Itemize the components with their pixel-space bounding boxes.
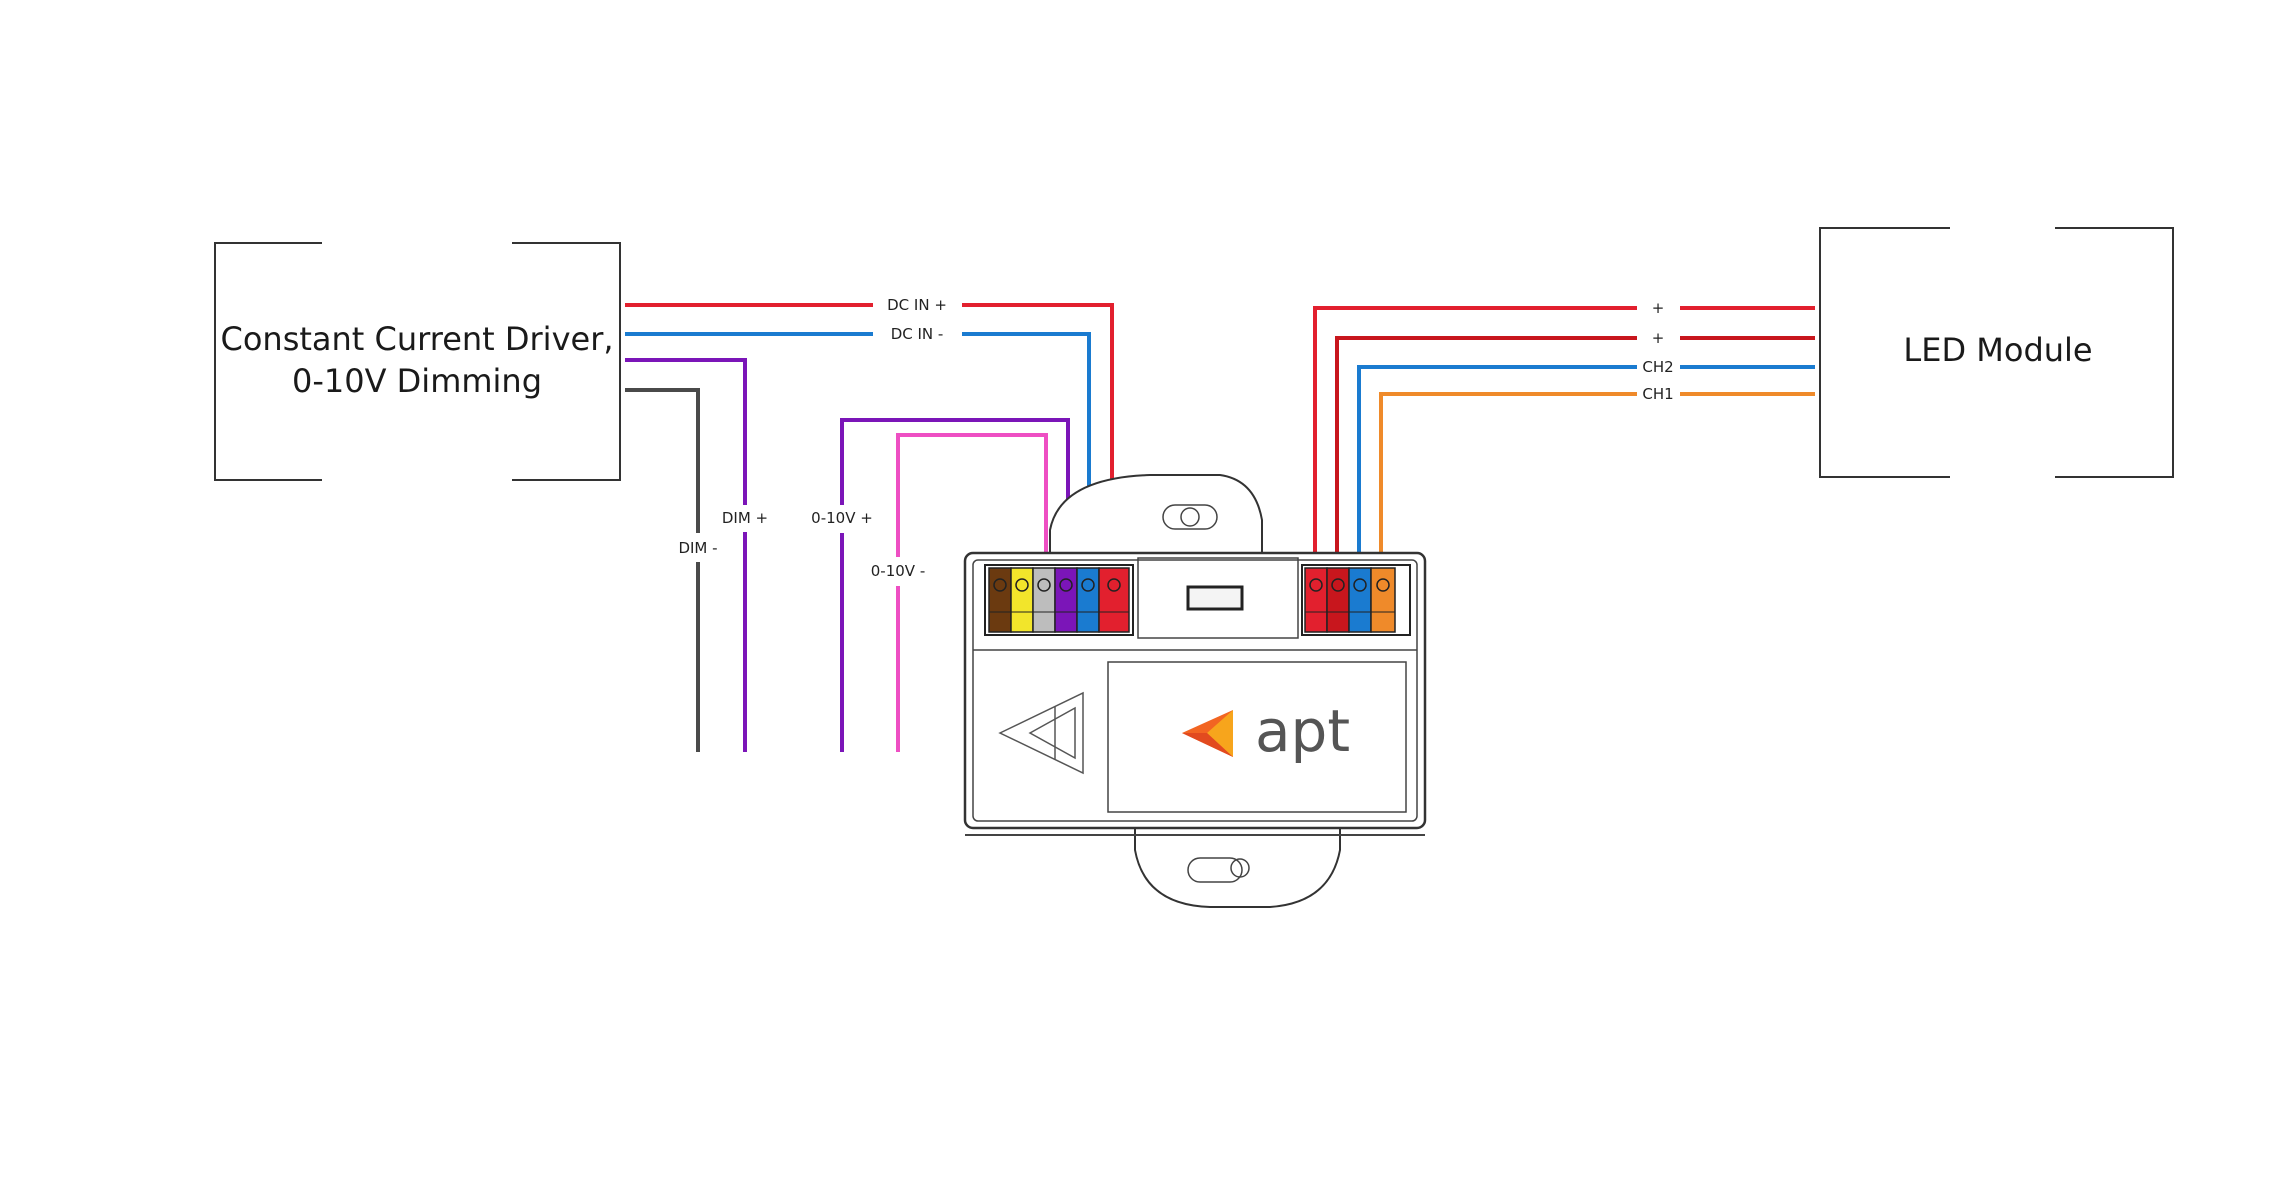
driver-box: Constant Current Driver, 0-10V Dimming <box>214 242 621 481</box>
label-010v-minus: 0-10V - <box>871 562 926 580</box>
apt-logo-text: apt <box>1255 697 1350 765</box>
device-body-inner <box>972 559 1418 822</box>
output-terminal-block <box>1301 564 1411 636</box>
wire-dim-plus <box>625 358 747 505</box>
input-terminal-block <box>984 564 1134 636</box>
top-keyhole <box>1162 504 1218 530</box>
terminal-yellow <box>1010 567 1034 633</box>
center-clip <box>1137 557 1299 639</box>
label-dim-minus: DIM - <box>678 539 717 557</box>
terminal-red <box>1098 567 1130 633</box>
led-module-label: LED Module <box>1903 331 2092 369</box>
label-ch1: CH1 <box>1642 385 1673 403</box>
wire-010v-plus <box>840 418 1070 570</box>
wire-010v-minus <box>896 433 1048 570</box>
triangle-mark-icon <box>998 691 1084 775</box>
wire-out-plus-2 <box>1335 336 1637 570</box>
wire-ch1 <box>1379 392 1637 570</box>
bottom-keyhole-circle <box>1230 858 1250 878</box>
apt-logo-icon <box>1182 710 1233 757</box>
label-dim-plus: DIM + <box>722 509 768 527</box>
top-mount-tab <box>1049 474 1263 561</box>
center-window <box>1186 585 1244 611</box>
label-out-plus-2: + <box>1652 329 1665 347</box>
label-dc-in-plus: DC IN + <box>887 296 947 314</box>
terminal-blue <box>1076 567 1100 633</box>
led-module-box: LED Module <box>1819 227 2174 478</box>
terminal-out-red-2 <box>1326 567 1350 633</box>
terminal-purple <box>1054 567 1078 633</box>
terminal-out-red-1 <box>1304 567 1328 633</box>
wire-ch2 <box>1357 365 1637 570</box>
label-ch2: CH2 <box>1642 358 1673 376</box>
driver-label-line1: Constant Current Driver, <box>220 320 613 358</box>
label-panel <box>1107 661 1407 813</box>
bottom-keyhole <box>1187 857 1243 883</box>
terminal-out-blue <box>1348 567 1372 633</box>
label-out-plus-1: + <box>1652 299 1665 317</box>
driver-label-line2: 0-10V Dimming <box>292 362 542 400</box>
wire-out-plus-1 <box>1313 306 1637 570</box>
wire-dim-minus <box>625 388 700 533</box>
terminal-gray <box>1032 567 1056 633</box>
terminal-brown <box>988 567 1012 633</box>
terminal-out-orange <box>1370 567 1396 633</box>
bottom-mount-tab <box>1134 819 1341 908</box>
top-keyhole-circle <box>1180 507 1200 527</box>
controller-device: apt <box>963 474 1427 908</box>
label-010v-plus: 0-10V + <box>811 509 873 527</box>
label-dc-in-minus: DC IN - <box>891 325 944 343</box>
